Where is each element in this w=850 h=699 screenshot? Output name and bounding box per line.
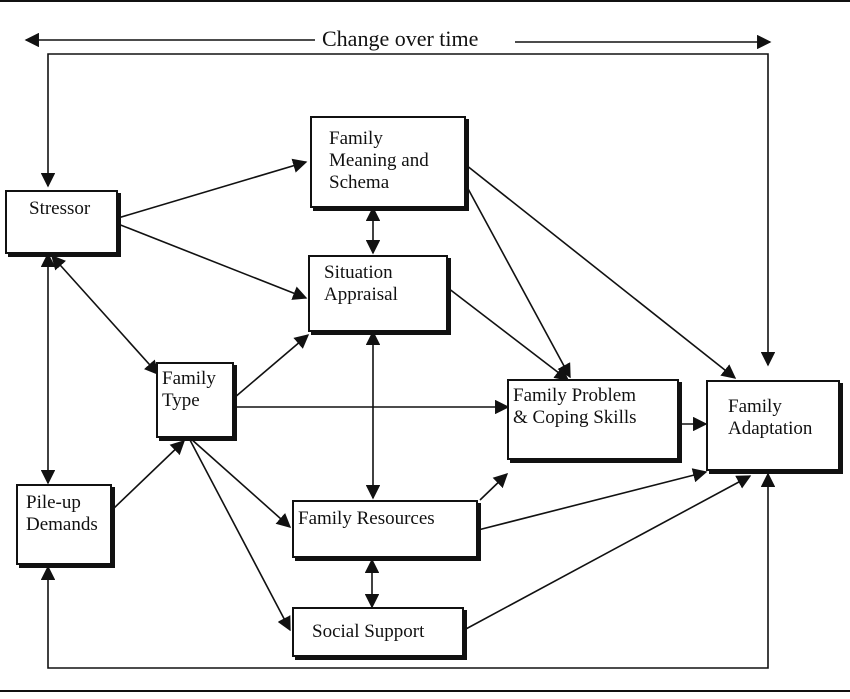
family-type-box: Family Type — [156, 362, 234, 438]
family-problem-coping-box: Family Problem & Coping Skills — [507, 379, 679, 460]
appraisal-to-problem — [447, 287, 570, 381]
stressor-to-type — [51, 254, 159, 376]
change-over-time-label: Change over time — [318, 26, 483, 52]
bottom-feedback-loop — [40, 472, 776, 669]
social-support-box: Social Support — [292, 607, 464, 657]
pile-up-demands-box: Pile-up Demands — [16, 484, 112, 565]
pileup-to-type — [111, 440, 186, 511]
meaning-to-adaptation — [465, 164, 737, 379]
stressor-to-appraisal — [117, 223, 308, 300]
top-border — [0, 0, 850, 2]
time-loop-line — [47, 53, 776, 367]
stressor-to-meaning — [117, 158, 308, 219]
type-to-support — [189, 439, 291, 632]
resources-to-adaptation — [477, 468, 708, 531]
support-to-adaptation — [463, 475, 752, 631]
family-adaptation-box: Family Adaptation — [706, 380, 840, 471]
type-to-resources — [189, 437, 292, 528]
family-resources-box: Family Resources — [292, 500, 478, 558]
stressor-box: Stressor — [5, 190, 118, 254]
type-to-appraisal — [233, 334, 310, 399]
meaning-to-problem — [465, 184, 571, 379]
bottom-border — [0, 690, 850, 692]
family-meaning-box: Family Meaning and Schema — [310, 116, 466, 208]
resources-to-problem — [479, 473, 509, 501]
situation-appraisal-box: Situation Appraisal — [308, 255, 448, 332]
